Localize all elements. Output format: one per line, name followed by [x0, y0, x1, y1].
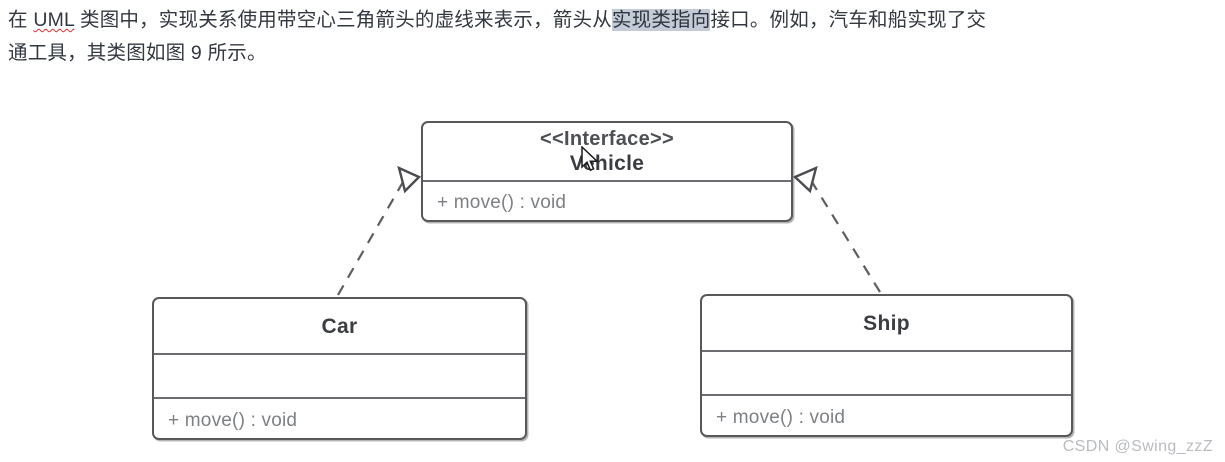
uml-class-diagram: Vehicle --> Vehicle --> <<Interface>> Ve… [0, 96, 1225, 462]
article-text-line-2: 通工具，其类图如图 9 所示。 [8, 42, 267, 64]
vehicle-stereotype: <<Interface>> [540, 128, 674, 150]
car-attributes [154, 353, 525, 397]
hollow-triangle-arrowhead [792, 165, 818, 194]
selected-text-highlight[interactable]: 实现类指向 [611, 9, 711, 31]
ship-operations: + move() : void [702, 394, 1071, 435]
text-run: 在 [8, 9, 34, 31]
car-operations: + move() : void [154, 397, 525, 438]
vehicle-header: <<Interface>> Vehicle [423, 123, 791, 180]
relationship-edges: Vehicle --> Vehicle --> [337, 165, 881, 296]
realization-edge-ship-to-vehicle [792, 165, 881, 293]
car-class-name: Car [321, 314, 358, 338]
csdn-watermark: CSDN @Swing_zzZ [1062, 438, 1213, 455]
text-run: 接口。例如，汽车和船实现了交 [710, 9, 987, 31]
uml-class-car[interactable]: Car + move() : void [152, 297, 527, 440]
misspelled-word-uml[interactable]: UML [33, 9, 75, 31]
ship-header: Ship [702, 296, 1071, 350]
uml-class-vehicle[interactable]: <<Interface>> Vehicle + move() : void [421, 121, 793, 222]
ship-class-name: Ship [863, 311, 910, 335]
hollow-triangle-arrowhead [397, 165, 422, 194]
realization-edge-car-to-vehicle [337, 165, 422, 296]
car-header: Car [154, 299, 525, 353]
text-run: 类图中，实现关系使用带空心三角箭头的虚线来表示，箭头从 [74, 9, 612, 31]
ship-attributes [702, 350, 1071, 394]
article-text-line-1: 在 UML 类图中，实现关系使用带空心三角箭头的虚线来表示，箭头从实现类指向接口… [8, 4, 1223, 37]
vehicle-class-name: Vehicle [569, 152, 645, 175]
uml-class-ship[interactable]: Ship + move() : void [700, 294, 1073, 437]
article-text: 在 UML 类图中，实现关系使用带空心三角箭头的虚线来表示，箭头从实现类指向接口… [8, 4, 1223, 70]
vehicle-operations: + move() : void [423, 180, 791, 220]
